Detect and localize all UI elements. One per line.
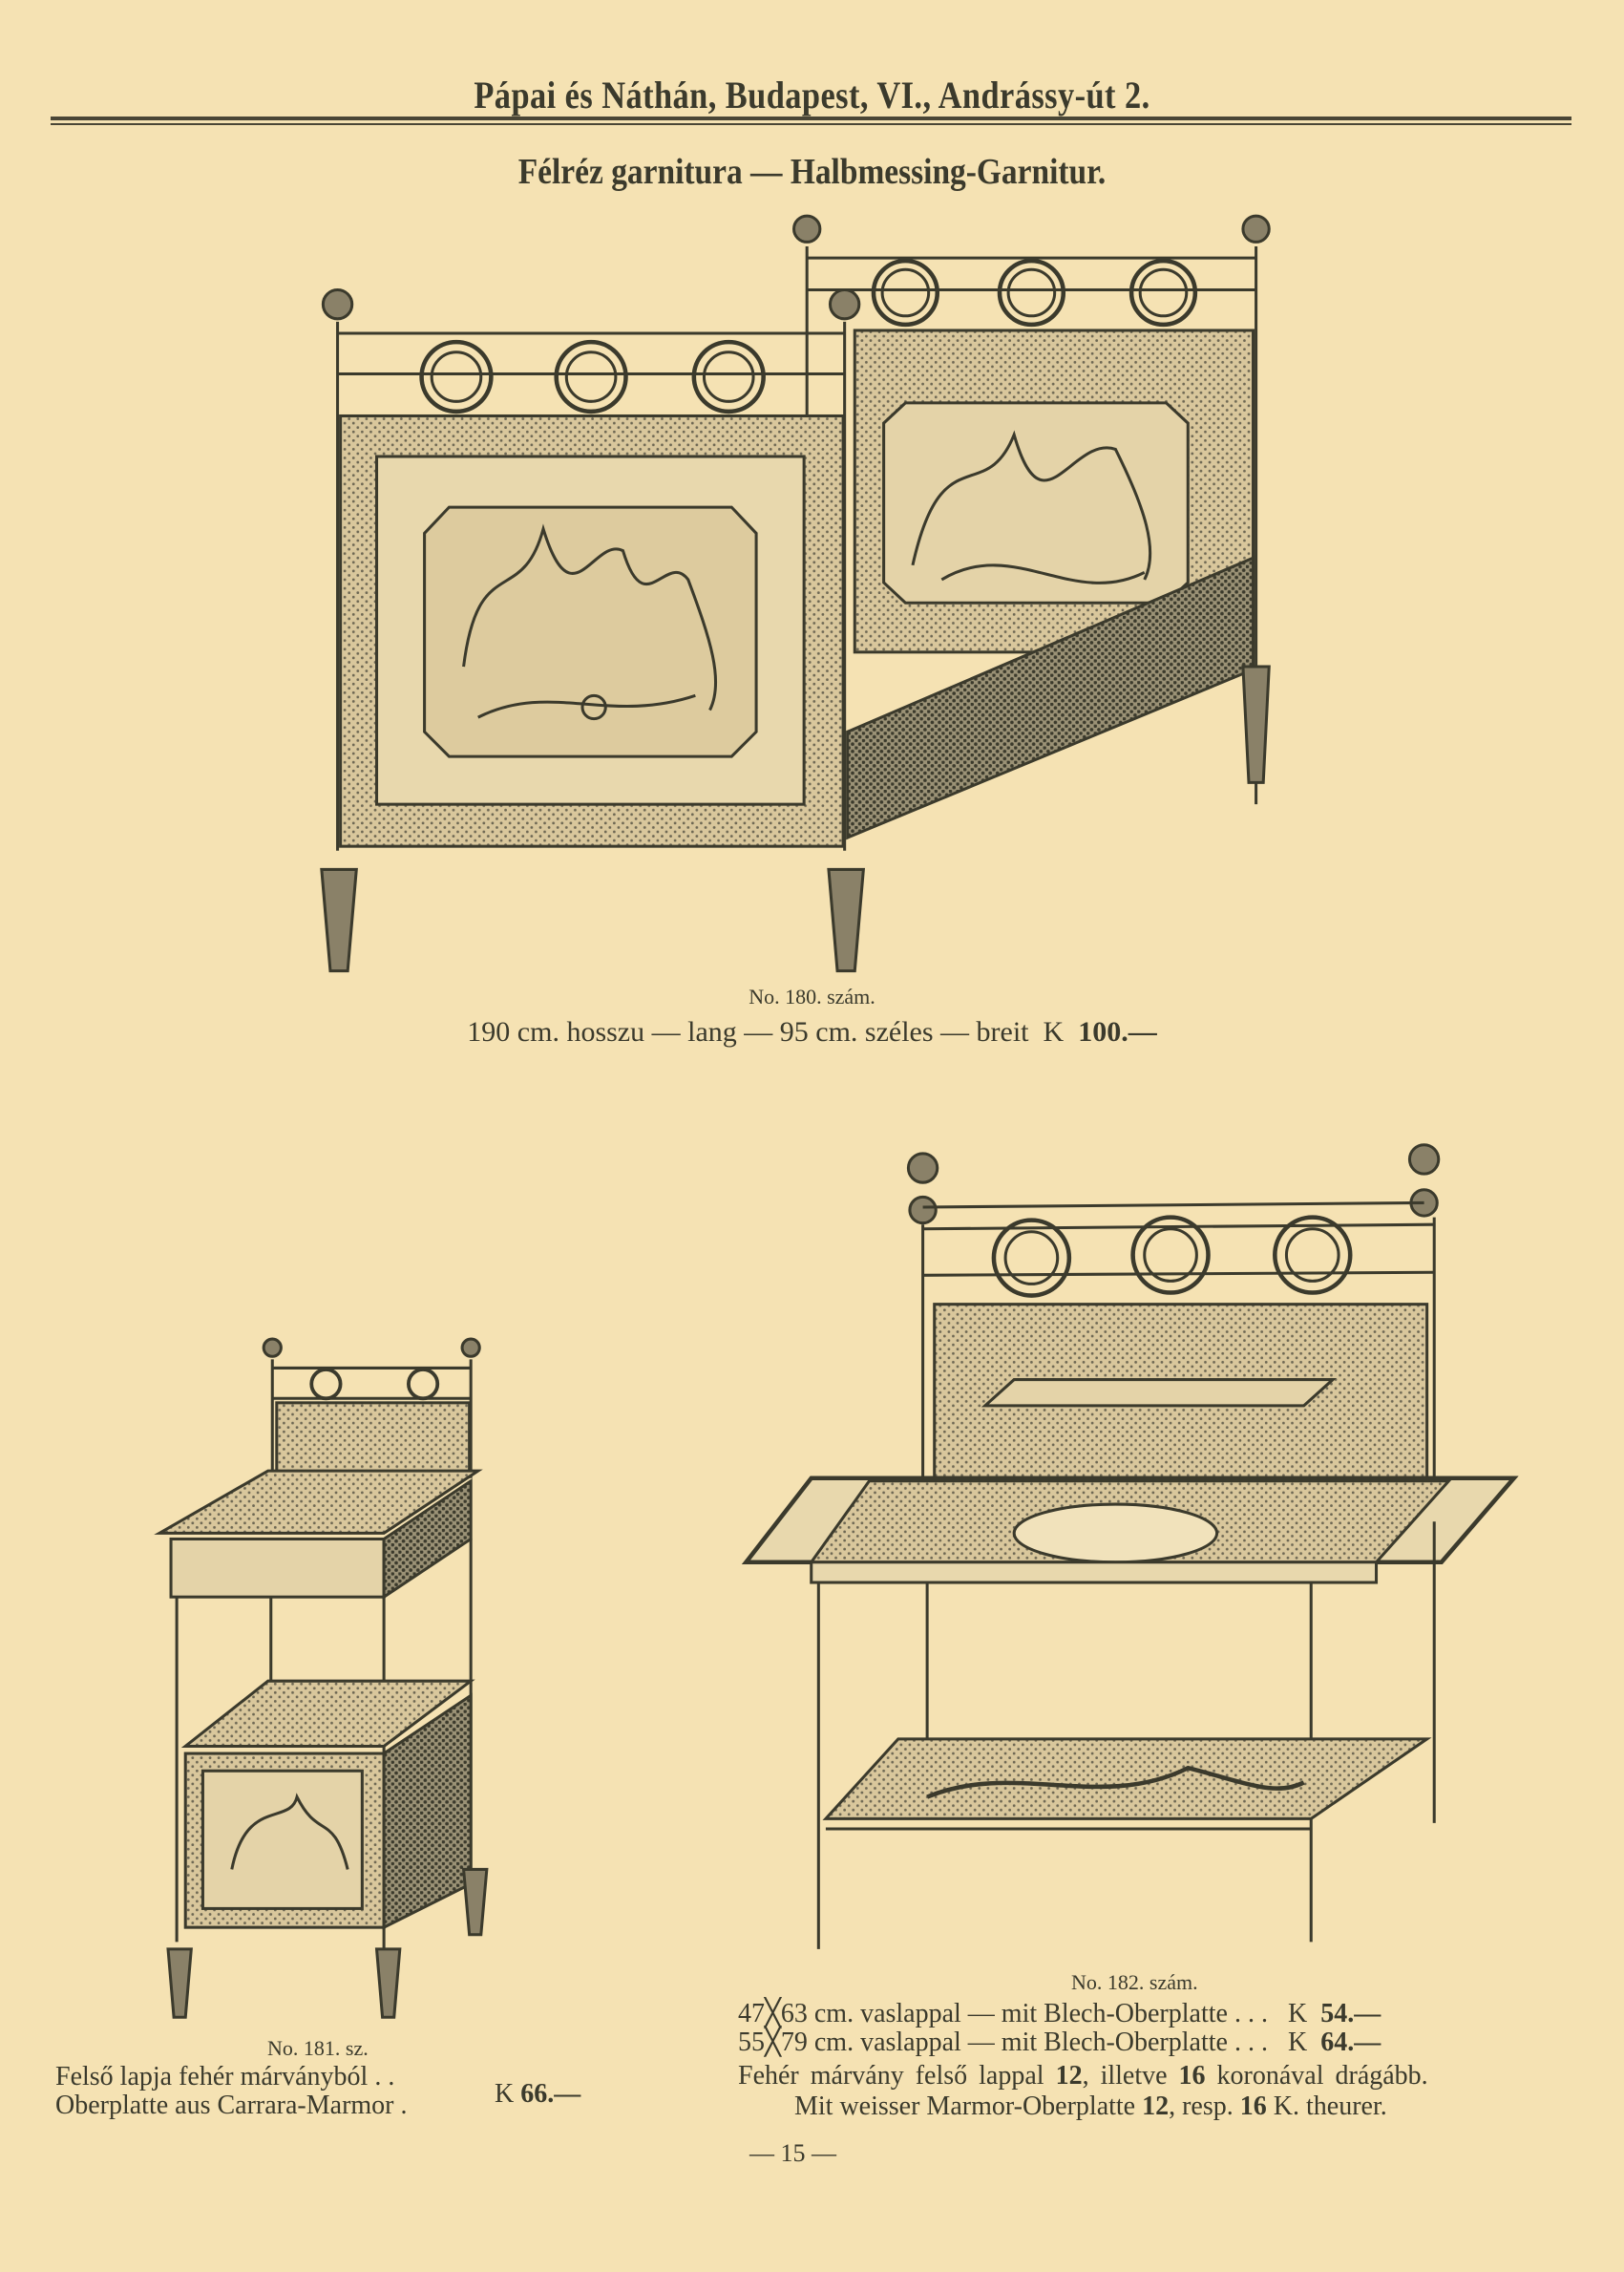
product-182-note-hu: Fehér márvány felső lappal 12, illetve 1… <box>738 2061 1428 2092</box>
variant-text: 55╳79 cm. vaslappal — mit Blech-Oberplat… <box>738 2028 1268 2057</box>
note-amount: 16 <box>1239 2092 1267 2121</box>
product-181-number: No. 181. sz. <box>267 2036 369 2060</box>
product-181-spec: Felső lapja fehér márványból . . Oberpla… <box>55 2063 408 2120</box>
page-number: — 15 — <box>749 2139 836 2167</box>
product-180-currency: K <box>1043 1016 1065 1048</box>
product-181-currency: K <box>495 2079 515 2109</box>
product-181-price-block: K 66.— <box>495 2079 580 2110</box>
page-subtitle: Félréz garnitura — Halbmessing-Garnitur. <box>517 152 1107 192</box>
product-180-price: 100.— <box>1078 1016 1157 1048</box>
variant-price: 54.— <box>1320 1999 1381 2028</box>
product-180-description: 190 cm. hosszu — lang — 95 cm. széles — … <box>467 1016 1029 1048</box>
variant-currency: K <box>1287 1999 1308 2028</box>
header-double-rule <box>51 117 1571 125</box>
note-amount: 12 <box>1055 2061 1083 2091</box>
company-header: Pápai és Náthán, Budapest, VI., Andrássy… <box>474 74 1150 117</box>
variant-text: 47╳63 cm. vaslappal — mit Blech-Oberplat… <box>738 1999 1268 2028</box>
product-182-variants: 47╳63 cm. vaslappal — mit Blech-Oberplat… <box>738 2000 1381 2057</box>
note-text: , resp. <box>1169 2092 1234 2121</box>
product-181-line2: Oberplatte aus Carrara-Marmor . <box>55 2091 408 2120</box>
washstand-illustration <box>741 1143 1519 1949</box>
note-text: K. theurer. <box>1273 2092 1387 2121</box>
product-181-price: 66.— <box>520 2079 581 2109</box>
note-amount: 16 <box>1178 2061 1206 2091</box>
product-182-variant: 47╳63 cm. vaslappal — mit Blech-Oberplat… <box>738 2000 1381 2028</box>
note-text: Fehér márvány felső lappal <box>738 2061 1044 2091</box>
note-text: Mit weisser Marmor-Oberplatte <box>794 2092 1136 2121</box>
note-amount: 12 <box>1142 2092 1170 2121</box>
note-text: , illetve <box>1082 2061 1168 2091</box>
product-180-spec: 190 cm. hosszu — lang — 95 cm. széles — … <box>0 1016 1624 1049</box>
product-182-number: No. 182. szám. <box>1071 1970 1198 1994</box>
nightstand-illustration <box>154 1337 489 2019</box>
product-182-note-de: Mit weisser Marmor-Oberplatte 12, resp. … <box>794 2092 1387 2122</box>
variant-price: 64.— <box>1320 2028 1381 2057</box>
bed-illustration <box>320 214 1271 973</box>
product-181-line1: Felső lapja fehér márványból . . <box>55 2062 395 2092</box>
product-180-number: No. 180. szám. <box>749 985 875 1009</box>
note-text: koronával drágább. <box>1216 2061 1428 2091</box>
variant-currency: K <box>1287 2028 1308 2057</box>
product-182-variant: 55╳79 cm. vaslappal — mit Blech-Oberplat… <box>738 2028 1381 2057</box>
